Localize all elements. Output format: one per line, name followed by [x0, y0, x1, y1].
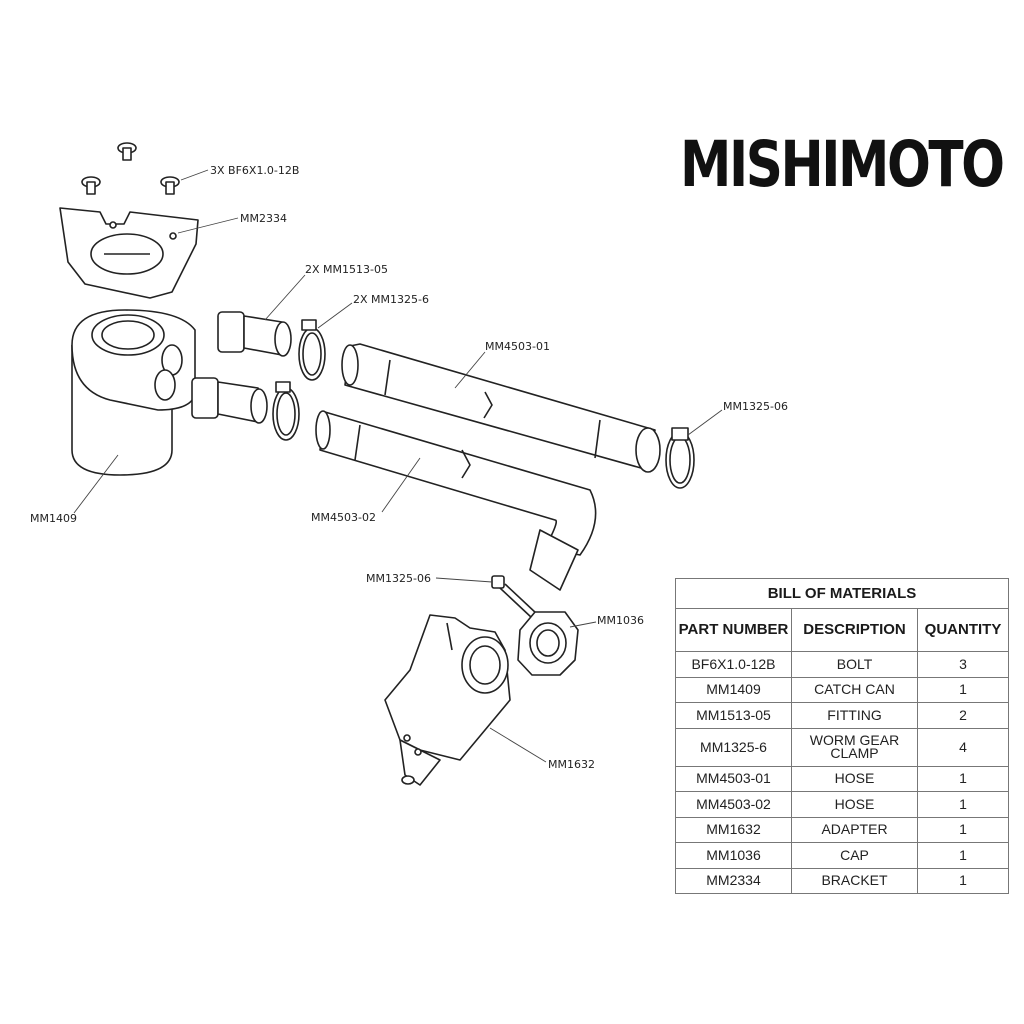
bom-cell-desc: CATCH CAN — [791, 676, 918, 703]
brand-logo: MISHIMOTO — [680, 128, 1005, 201]
bom-cell-part: MM1409 — [675, 676, 792, 703]
callout-fittings: 2X MM1513-05 — [305, 263, 388, 276]
callout-cap: MM1036 — [597, 614, 644, 627]
bom-cell-desc: HOSE — [791, 791, 918, 818]
bom-cell-qty: 2 — [917, 702, 1009, 729]
bom-cell-qty: 1 — [917, 842, 1009, 869]
callout-clamp-small: MM1325-06 — [366, 572, 431, 585]
hose-upper-part — [341, 343, 661, 473]
bom-cell-part: MM1036 — [675, 842, 792, 869]
bom-cell-qty: 1 — [917, 765, 1009, 792]
bom-cell-qty: 3 — [917, 651, 1009, 678]
bom-cell-desc: CAP — [791, 842, 918, 869]
bom-cell-desc: HOSE — [791, 765, 918, 792]
bom-cell-qty: 1 — [917, 816, 1009, 843]
callout-adapter: MM1632 — [548, 758, 595, 771]
bom-cell-desc: FITTING — [791, 702, 918, 729]
callout-catch-can: MM1409 — [30, 512, 77, 525]
small-clamp-part — [491, 575, 538, 619]
bom-cell-qty: 4 — [917, 727, 1009, 767]
bom-cell-qty: 1 — [917, 791, 1009, 818]
bom-cell-part: MM1325-6 — [675, 727, 792, 767]
leader-lines — [73, 169, 723, 763]
catch-can-part — [71, 309, 196, 476]
bom-cell-part: MM4503-01 — [675, 765, 792, 792]
cap-part — [517, 611, 579, 676]
adapter-part — [384, 614, 511, 786]
hose-lower-part — [315, 410, 597, 591]
bom-cell-qty: 1 — [917, 676, 1009, 703]
callout-clamp-right: MM1325-06 — [723, 400, 788, 413]
bom-header-description: DESCRIPTION — [791, 608, 918, 652]
bom-cell-qty: 1 — [917, 867, 1009, 894]
bom-cell-desc: ADAPTER — [791, 816, 918, 843]
callout-hose2: MM4503-02 — [311, 511, 376, 524]
bom-cell-part: MM2334 — [675, 867, 792, 894]
bom-cell-desc: BRACKET — [791, 867, 918, 894]
bom-cell-desc: WORM GEAR CLAMP — [791, 727, 918, 767]
bom-header-quantity: QUANTITY — [917, 608, 1009, 652]
fitting-part — [191, 311, 292, 424]
bill-of-materials-table: BILL OF MATERIALS PART NUMBER DESCRIPTIO… — [675, 578, 1009, 894]
bolt-part — [81, 142, 180, 195]
callout-hose1: MM4503-01 — [485, 340, 550, 353]
bom-header-part: PART NUMBER — [675, 608, 792, 652]
callout-bolts: 3X BF6X1.0-12B — [210, 164, 299, 177]
bom-cell-part: MM4503-02 — [675, 791, 792, 818]
bom-cell-desc: BOLT — [791, 651, 918, 678]
bom-cell-part: MM1632 — [675, 816, 792, 843]
bracket-part — [59, 207, 199, 299]
callout-clamps: 2X MM1325-6 — [353, 293, 429, 306]
callout-bracket: MM2334 — [240, 212, 287, 225]
bom-cell-part: BF6X1.0-12B — [675, 651, 792, 678]
bom-title: BILL OF MATERIALS — [675, 578, 1009, 609]
clamp-part — [272, 319, 695, 489]
bom-cell-part: MM1513-05 — [675, 702, 792, 729]
